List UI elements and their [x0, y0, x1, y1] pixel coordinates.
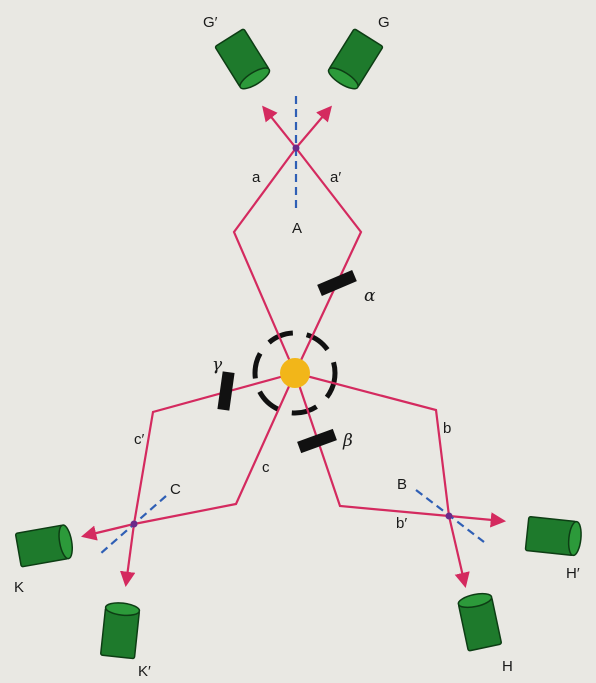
label-C: C — [170, 481, 181, 498]
junction-B — [445, 512, 453, 520]
modulator-beta — [297, 428, 337, 454]
label-beta: β — [342, 431, 353, 451]
label-A: A — [292, 220, 302, 237]
junction-A — [292, 144, 300, 152]
source-ring — [252, 330, 338, 416]
label-b-prime: b′ — [396, 515, 407, 532]
label-alpha: α — [364, 286, 376, 306]
beam-path-b — [294, 371, 451, 517]
beam-path-c — [133, 372, 297, 526]
beam-out-H — [447, 515, 470, 589]
detector-K-icon — [14, 524, 73, 568]
beam-out-G-prime — [262, 105, 297, 149]
label-H-prime: H′ — [566, 565, 580, 582]
label-K: K — [14, 579, 24, 596]
label-B: B — [397, 476, 407, 493]
beam-out-H-prime — [448, 512, 507, 528]
label-a: a — [252, 169, 261, 186]
beam-out-G — [295, 105, 332, 149]
label-c: c — [262, 459, 270, 476]
detector-H-prime-icon — [524, 516, 582, 557]
detector-K-prime-icon — [100, 602, 141, 660]
beam-out-K — [81, 522, 135, 541]
modulator-alpha — [317, 270, 357, 296]
label-H: H — [502, 658, 513, 675]
label-G-prime: G′ — [203, 14, 218, 31]
beam-paths — [81, 105, 507, 589]
label-gamma: γ — [212, 355, 223, 375]
junction-C — [130, 520, 138, 528]
detector-G-icon — [327, 28, 384, 90]
beam-path-a-prime — [294, 147, 363, 374]
beam-path-c-prime — [132, 371, 296, 525]
source-icon — [280, 358, 310, 388]
label-K-prime: K′ — [138, 663, 151, 680]
beam-out-K-prime — [119, 523, 136, 588]
beam-path-a — [232, 147, 297, 374]
beam-path-b-prime — [293, 372, 450, 518]
label-a-prime: a′ — [330, 169, 341, 186]
label-c-prime: c′ — [134, 431, 145, 448]
detector-G-prime-icon — [214, 28, 271, 90]
label-G: G — [378, 14, 390, 31]
modulator-gamma — [217, 371, 235, 411]
label-b: b — [443, 420, 451, 437]
detector-H-icon — [457, 592, 502, 652]
